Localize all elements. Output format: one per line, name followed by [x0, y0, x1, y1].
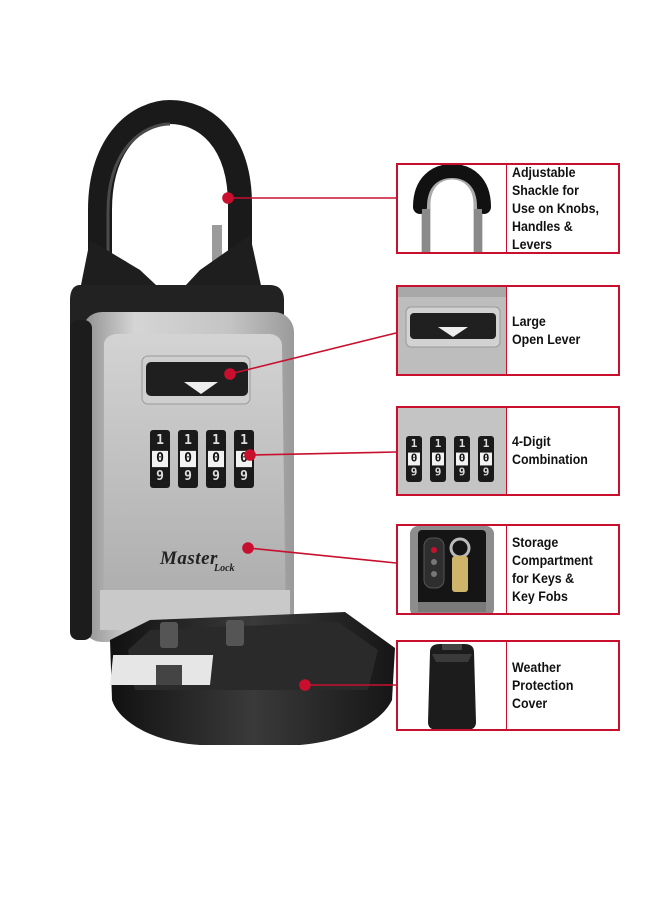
- brand-logo-sub: Lock: [214, 563, 235, 574]
- dial-window: [432, 452, 444, 466]
- leader-lines: [222, 192, 397, 691]
- dial-digit: 1: [212, 433, 220, 448]
- callout-storage: Storage Compartment for Keys & Key Fobs: [396, 524, 620, 615]
- dial-digit: 9: [156, 469, 164, 484]
- dial-digit: 1: [184, 433, 192, 448]
- shackle-icon: [398, 165, 506, 252]
- callout-label: Large Open Lever: [512, 313, 581, 347]
- dial-digit: 0: [240, 451, 248, 466]
- callout-thumb: [398, 526, 507, 613]
- dial-digit: 1: [240, 433, 248, 448]
- key-storage-icon: [398, 526, 506, 613]
- dial-window: [480, 452, 492, 466]
- callout-thumb: [398, 287, 507, 374]
- dial-digit: 0: [184, 451, 192, 466]
- dial-digit: 0: [156, 451, 164, 466]
- dial-window: [180, 450, 196, 468]
- dial-digit: 9: [435, 466, 442, 479]
- dial-window: [456, 452, 468, 466]
- callout-cover: Weather Protection Cover: [396, 640, 620, 731]
- shackle-icon: [88, 99, 252, 312]
- callout-label: 4-Digit Combination: [512, 434, 588, 467]
- open-lever-icon: [398, 287, 506, 374]
- weather-cover-icon: [110, 612, 395, 745]
- combination-dial-icon: 1 0 9 1 0 9 1 0 9 1 0 9: [150, 430, 254, 488]
- dial-digit: 9: [184, 469, 192, 484]
- dial-digit: 1: [459, 437, 466, 450]
- callout-shackle: Adjustable Shackle for Use on Knobs, Han…: [396, 163, 620, 254]
- dial-window: [152, 450, 168, 468]
- callout-label: Adjustable Shackle for Use on Knobs, Han…: [512, 164, 599, 252]
- dial-digit: 9: [459, 466, 466, 479]
- dial-digit: 0: [212, 451, 220, 466]
- dial-window: [208, 450, 224, 468]
- dial-digit: 0: [435, 451, 442, 464]
- dial-digit: 9: [212, 469, 220, 484]
- dial-digit: 1: [156, 433, 164, 448]
- dial-digit: 0: [483, 451, 490, 464]
- dial-digit: 0: [411, 451, 418, 464]
- open-lever-icon: [141, 355, 251, 405]
- callout-thumb: [398, 642, 507, 729]
- dial-digit: 1: [411, 437, 418, 450]
- callout-thumb: [398, 165, 507, 252]
- dial-digit: 9: [240, 469, 248, 484]
- dial-digit: 1: [435, 437, 442, 450]
- dial-digit: 0: [459, 451, 466, 464]
- dial-window: [408, 452, 420, 466]
- dial-digit: 9: [411, 466, 418, 479]
- weather-cover-icon: [398, 642, 506, 729]
- callout-label: Weather Protection Cover: [512, 659, 574, 711]
- callout-lever: Large Open Lever: [396, 285, 620, 376]
- dial-digit: 9: [483, 466, 490, 479]
- callout-label: Storage Compartment for Keys & Key Fobs: [512, 534, 593, 604]
- dial-digit: 1: [483, 437, 490, 450]
- brand-logo: Master: [160, 548, 218, 569]
